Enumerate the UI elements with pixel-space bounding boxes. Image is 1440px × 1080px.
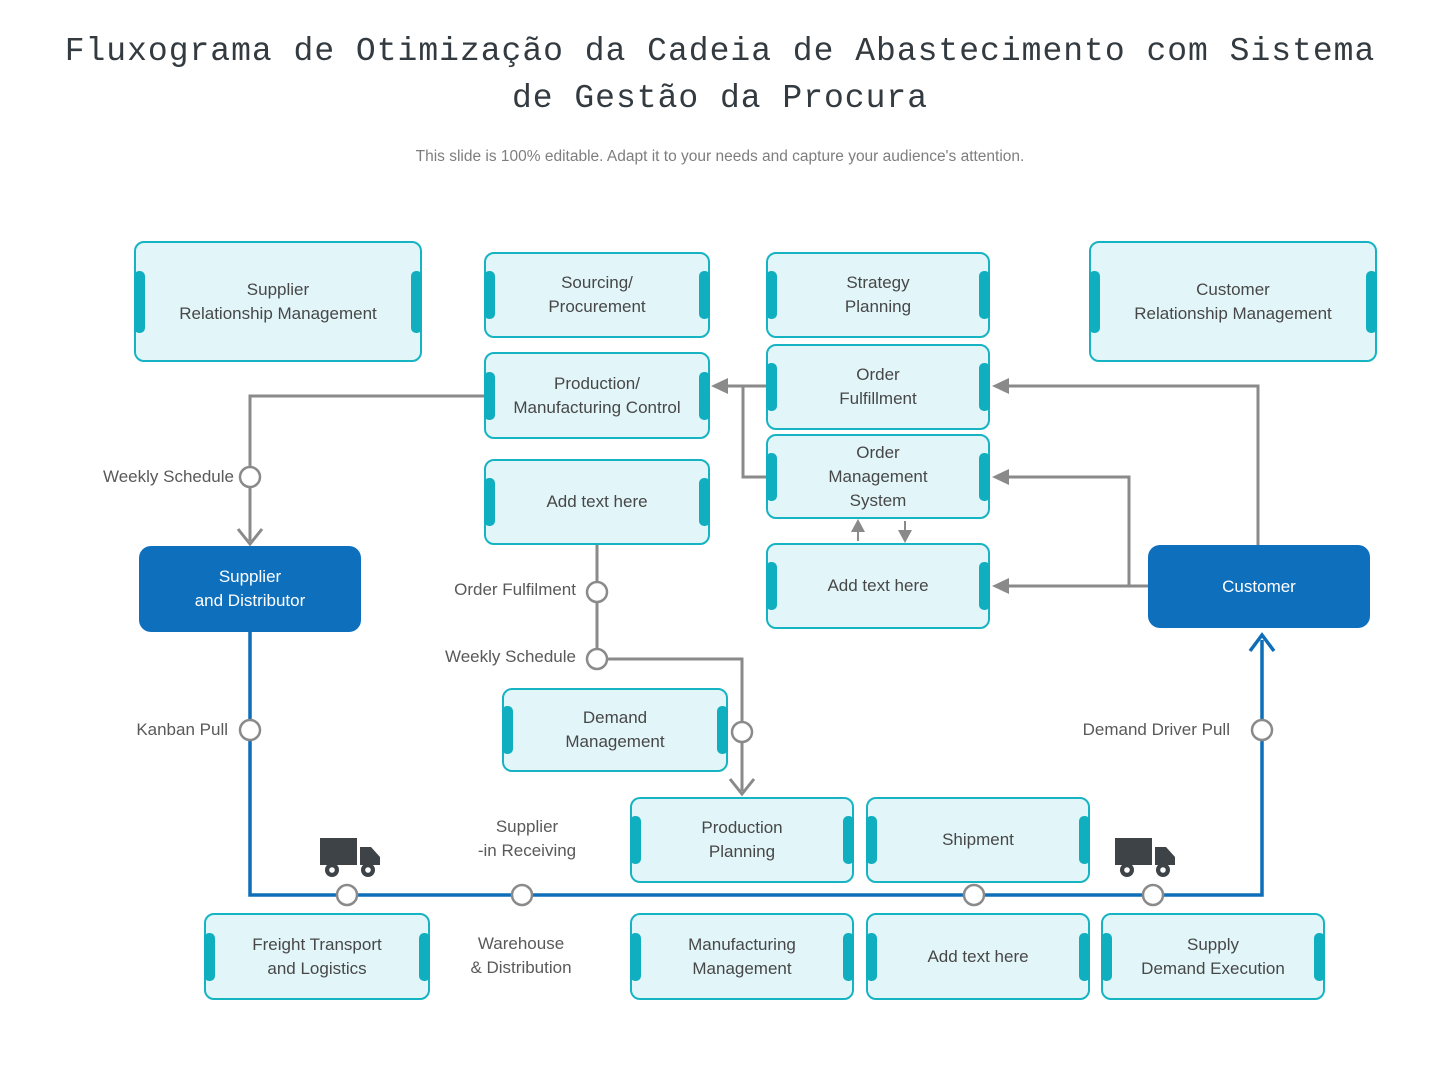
arrowhead-down-production-planning (728, 778, 756, 797)
label-weekly-schedule-center: Weekly Schedule (444, 647, 576, 666)
page-title: Fluxograma de Otimização da Cadeia de Ab… (64, 33, 1376, 117)
node-strategy-planning[interactable]: Strategy Planning (766, 252, 990, 338)
node-supply-demand-execution[interactable]: Supply Demand Execution (1101, 913, 1325, 1000)
arrowhead-down-add-right (898, 530, 912, 543)
node-label: Customer (1222, 576, 1296, 596)
connector-dot (510, 883, 534, 907)
node-demand-management[interactable]: Demand Management (502, 688, 728, 772)
connector-dot (238, 718, 262, 742)
connector-dot (1250, 718, 1274, 742)
arrowhead-left-pmc (711, 378, 728, 394)
node-label: Sourcing/ Procurement (548, 273, 646, 316)
arrowhead-left-oms (992, 469, 1009, 485)
truck-icon (320, 838, 380, 877)
node-label: Demand Management (565, 708, 665, 751)
label-warehouse-distribution: Warehouse & Distribution (470, 934, 572, 977)
node-manufacturing-management[interactable]: Manufacturing Management (630, 913, 854, 1000)
node-label: Supplier Relationship Management (179, 279, 377, 323)
label-demand-driver-pull: Demand Driver Pull (1082, 720, 1230, 739)
connector-dot (1141, 883, 1165, 907)
connector-dot (238, 465, 262, 489)
node-order-fulfillment[interactable]: Order Fulfillment (766, 344, 990, 430)
wire-oms-add-bidirectional (857, 521, 906, 541)
page-subtitle: This slide is 100% editable. Adapt it to… (415, 148, 1025, 165)
connector-dot (585, 580, 609, 604)
node-shipment[interactable]: Shipment (866, 797, 1090, 883)
wire-customer-to-oms-and-add (1009, 475, 1148, 588)
arrowhead-left-add-right (992, 578, 1009, 594)
arrowhead-up-customer (1248, 632, 1276, 653)
node-sourcing-procurement[interactable]: Sourcing/ Procurement (484, 252, 710, 338)
connector-dot (585, 647, 609, 671)
connector-dot (962, 883, 986, 907)
connector-dot (730, 720, 754, 744)
node-label: Order Fulfillment (839, 365, 917, 408)
label-kanban-pull: Kanban Pull (136, 720, 228, 739)
node-label: Manufacturing Management (688, 934, 796, 978)
label-order-fulfilment: Order Fulfilment (454, 580, 576, 599)
node-supplier-relationship-management[interactable]: Supplier Relationship Management (134, 241, 422, 362)
wire-customer-to-order-fulfillment (1009, 384, 1260, 545)
node-freight-transport-logistics[interactable]: Freight Transport and Logistics (204, 913, 430, 1000)
node-customer-relationship-management[interactable]: Customer Relationship Management (1089, 241, 1377, 362)
node-label: Customer Relationship Management (1134, 279, 1332, 323)
arrowhead-up-oms (851, 519, 865, 532)
node-label: Order Management System (828, 442, 928, 510)
node-label: Add text here (546, 492, 648, 511)
truck-icon (1115, 838, 1175, 877)
node-label: Add text here (827, 576, 929, 595)
wire-of-oms-to-pmc (728, 384, 766, 479)
node-supplier-and-distributor[interactable]: Supplier and Distributor (139, 546, 361, 632)
node-label: Supply Demand Execution (1141, 934, 1285, 978)
node-label: Supplier and Distributor (194, 567, 306, 610)
node-label: Strategy Planning (844, 273, 912, 316)
node-label: Freight Transport and Logistics (252, 934, 382, 978)
node-order-management-system[interactable]: Order Management System (766, 434, 990, 519)
label-supplier-in-receiving: Supplier -in Receiving (477, 817, 577, 860)
node-customer[interactable]: Customer (1148, 545, 1370, 628)
node-label: Shipment (942, 830, 1014, 849)
node-add-text-right[interactable]: Add text here (766, 543, 990, 629)
wire-pmc-to-supplier (248, 394, 484, 541)
node-label: Production Planning (701, 818, 783, 861)
node-production-planning[interactable]: Production Planning (630, 797, 854, 883)
node-label: Add text here (927, 946, 1029, 966)
arrowhead-left-order-fulfillment (992, 378, 1009, 394)
node-add-text-bottom[interactable]: Add text here (866, 913, 1090, 1000)
arrowhead-down-supplier (236, 528, 264, 547)
node-add-text-center[interactable]: Add text here (484, 459, 710, 545)
label-weekly-schedule-left: Weekly Schedule (102, 467, 234, 486)
connector-dot (335, 883, 359, 907)
node-production-manufacturing-control[interactable]: Production/ Manufacturing Control (484, 352, 710, 439)
node-label: Production/ Manufacturing Control (513, 373, 681, 417)
